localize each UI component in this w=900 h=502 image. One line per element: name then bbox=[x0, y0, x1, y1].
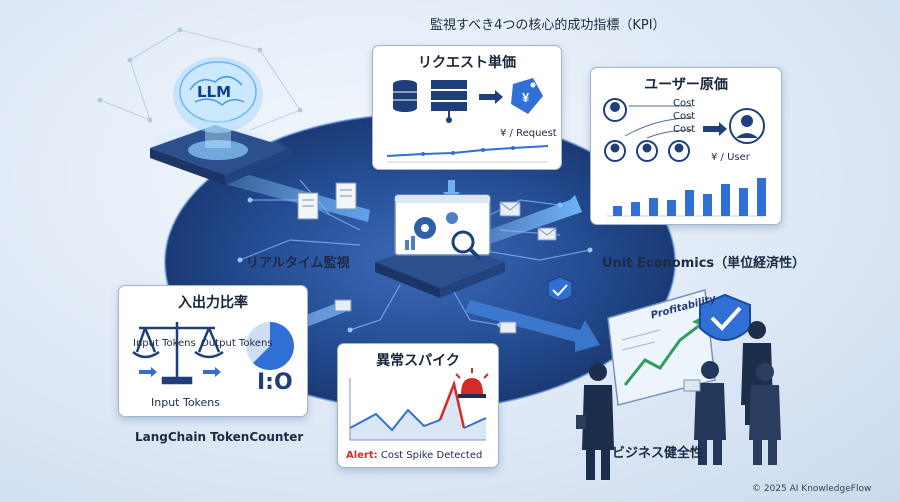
io-ratio-title: 入出力比率 bbox=[178, 295, 248, 311]
svg-text:¥: ¥ bbox=[522, 90, 530, 105]
document-icon bbox=[297, 182, 357, 220]
envelope-icon bbox=[334, 201, 557, 334]
user-cost-label-1: Cost bbox=[673, 98, 696, 109]
unit-economics-label: Unit Economics（単位経済性） bbox=[602, 256, 806, 271]
user-cost-bars bbox=[613, 178, 766, 216]
businessperson-icon bbox=[749, 363, 781, 465]
brain-icon bbox=[173, 57, 263, 148]
magnifier-icon bbox=[451, 230, 475, 254]
user-icon bbox=[603, 98, 627, 122]
io-ratio-graphic bbox=[132, 322, 294, 385]
alert-line: Alert: Cost Spike Detected bbox=[346, 450, 482, 461]
kpi-header: 監視すべき4つの核心的成功指標（KPI） bbox=[430, 18, 666, 33]
alert-prefix: Alert: bbox=[346, 450, 378, 461]
monitor-screen bbox=[394, 194, 491, 261]
llm-label: LLM bbox=[197, 83, 232, 101]
network-lines bbox=[97, 27, 303, 131]
alert-text: Cost Spike Detected bbox=[380, 450, 483, 461]
business-health-label: ビジネス健全性 bbox=[612, 446, 704, 461]
shield-check-icon bbox=[699, 293, 751, 341]
user-unit-label: ¥ / User bbox=[711, 152, 750, 163]
pie-chart-icon bbox=[246, 322, 294, 370]
user-icon bbox=[604, 140, 690, 162]
request-cost-graphic: ¥ bbox=[386, 78, 549, 163]
alarm-icon bbox=[455, 368, 489, 398]
shield-check-icon bbox=[547, 276, 573, 301]
realtime-monitoring-label: リアルタイム監視 bbox=[246, 256, 350, 271]
user-icon bbox=[729, 108, 765, 144]
anomaly-card: 異常スパイク Alert: Cost Spike Detected bbox=[337, 343, 499, 468]
request-cost-title: リクエスト単価 bbox=[418, 55, 516, 71]
io-bottom-label: Input Tokens bbox=[151, 396, 221, 409]
user-cost-title: ユーザー原価 bbox=[644, 77, 728, 93]
user-cost-card: ユーザー原価 Cost Cost Cost ¥ / User bbox=[590, 67, 782, 225]
anomaly-title: 異常スパイク bbox=[376, 353, 460, 369]
user-cost-label-2: Cost bbox=[673, 111, 696, 122]
price-tag-icon: ¥ bbox=[511, 78, 543, 114]
database-icon bbox=[393, 80, 417, 112]
balance-scale-icon bbox=[132, 322, 224, 385]
user-cost-label-3: Cost bbox=[673, 124, 696, 135]
llm-chip bbox=[145, 123, 290, 185]
request-cost-card: リクエスト単価 ¥ ¥ / Request bbox=[372, 45, 562, 170]
io-output-label: Output Tokens bbox=[201, 338, 273, 349]
copyright: © 2025 AI KnowledgeFlow bbox=[752, 484, 872, 494]
anomaly-graphic bbox=[349, 368, 489, 441]
businessperson-icon bbox=[683, 361, 726, 465]
io-ratio-card: 入出力比率 Input Tokens Output Tokens Input T… bbox=[118, 285, 308, 417]
request-unit-label: ¥ / Request bbox=[500, 128, 557, 139]
io-ratio-value: I:O bbox=[257, 370, 293, 395]
langchain-label: LangChain TokenCounter bbox=[135, 430, 304, 444]
io-input-label: Input Tokens bbox=[133, 338, 196, 349]
businessperson-icon bbox=[576, 363, 614, 480]
server-icon bbox=[431, 80, 467, 123]
